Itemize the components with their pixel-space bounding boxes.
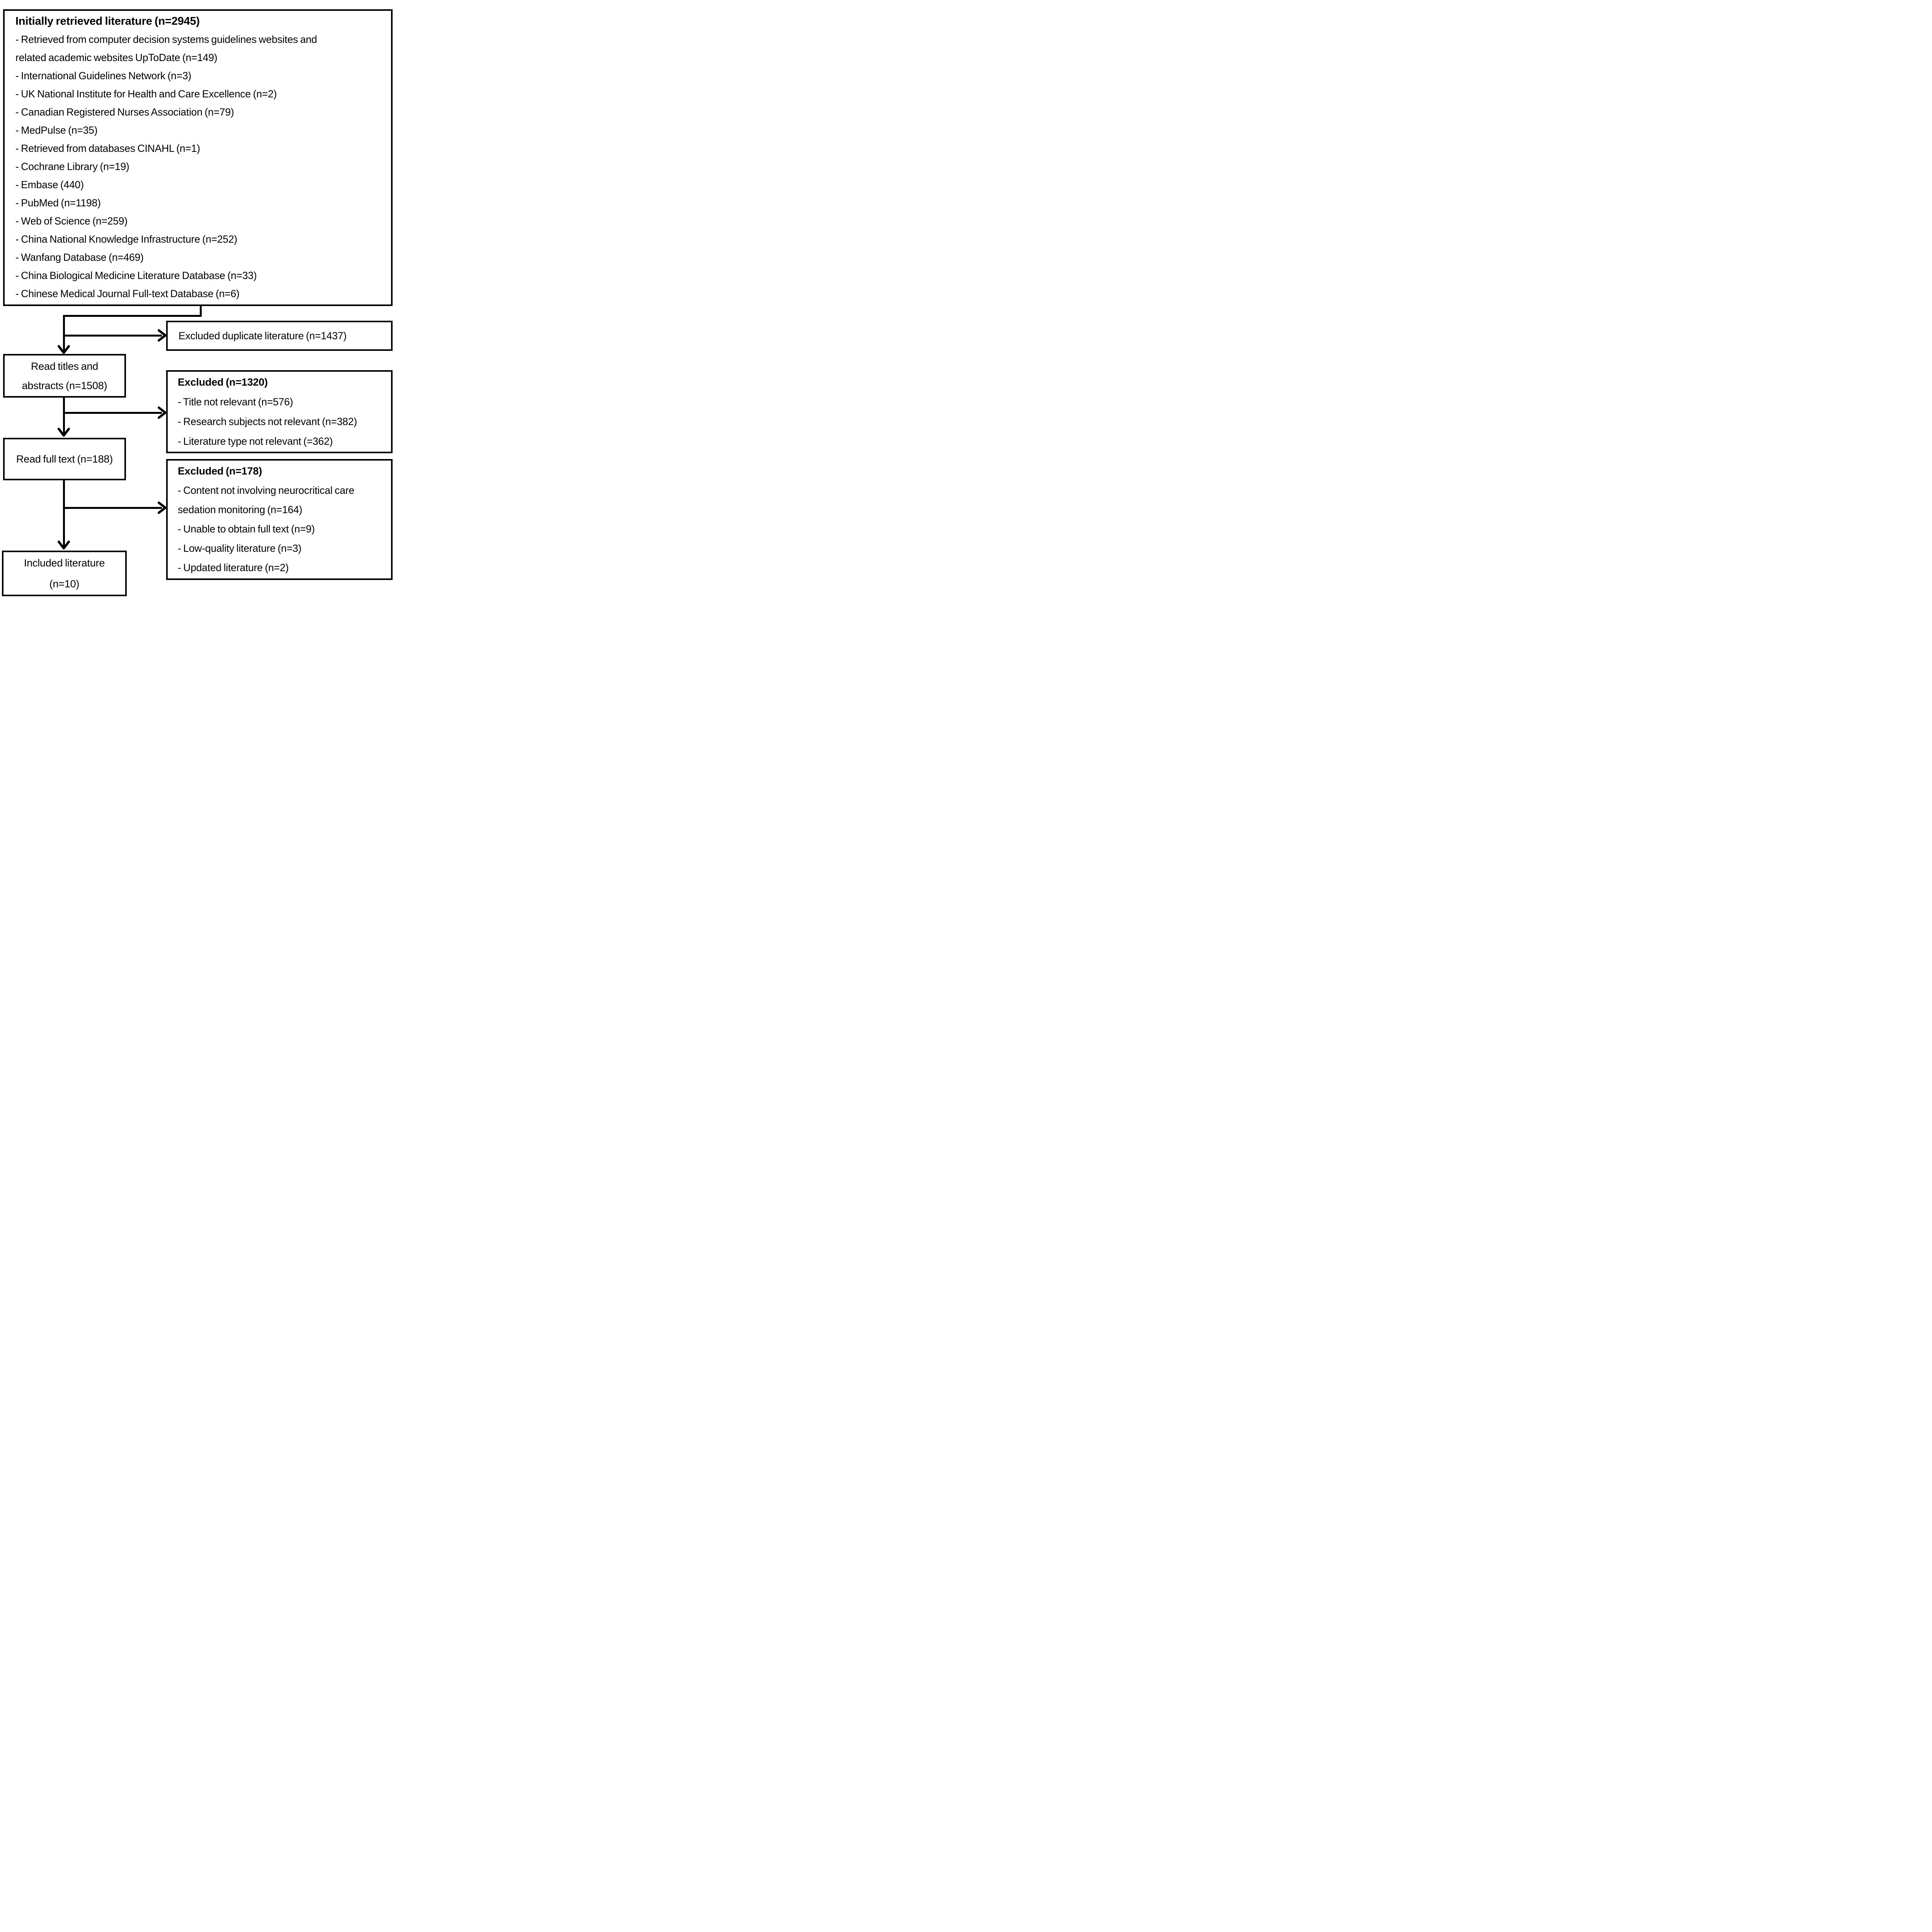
- excluded-duplicates-label: Excluded duplicate literature (n=1437): [179, 330, 347, 342]
- excluded-duplicates-box: Excluded duplicate literature (n=1437): [166, 321, 393, 351]
- source-line: - Retrieved from databases CINAHL (n=1): [15, 143, 200, 154]
- source-line: - China National Knowledge Infrastructur…: [15, 233, 238, 245]
- initially-retrieved-title: Initially retrieved literature (n=2945): [15, 15, 200, 27]
- connector-branch-excluded-178: [63, 507, 162, 509]
- source-line: - Retrieved from computer decision syste…: [15, 34, 317, 45]
- excluded-178-item: - Unable to obtain full text (n=9): [178, 523, 315, 535]
- source-line: - International Guidelines Network (n=3): [15, 70, 192, 82]
- source-line: - MedPulse (n=35): [15, 124, 98, 136]
- connector-stub-vertical: [200, 305, 202, 317]
- included-literature-box: Included literature (n=10): [2, 551, 127, 596]
- included-literature-line1: Included literature: [24, 557, 105, 569]
- connector-elbow-horizontal: [63, 315, 202, 317]
- connector-branch-duplicates: [63, 335, 162, 337]
- excluded-1320-box: Excluded (n=1320) - Title not relevant (…: [166, 370, 393, 453]
- source-line: - Web of Science (n=259): [15, 215, 128, 227]
- excluded-178-item: - Low-quality literature (n=3): [178, 543, 302, 554]
- excluded-1320-item: - Literature type not relevant (=362): [178, 435, 333, 447]
- connector-vertical-1: [63, 315, 65, 353]
- prisma-flow-diagram: Initially retrieved literature (n=2945) …: [0, 0, 396, 597]
- source-line: - PubMed (n=1198): [15, 197, 101, 209]
- excluded-178-item: sedation monitoring (n=164): [178, 504, 303, 515]
- source-line: - Embase (440): [15, 179, 84, 190]
- excluded-178-title: Excluded (n=178): [178, 465, 262, 477]
- arrow-right-icon: [158, 406, 167, 419]
- excluded-1320-title: Excluded (n=1320): [178, 376, 268, 388]
- read-full-text-box: Read full text (n=188): [3, 438, 126, 480]
- excluded-178-item: - Content not involving neurocritical ca…: [178, 485, 354, 496]
- source-line: - UK National Institute for Health and C…: [15, 88, 277, 100]
- arrow-right-icon: [158, 502, 167, 514]
- initially-retrieved-box: Initially retrieved literature (n=2945) …: [3, 9, 393, 306]
- source-line: - Chinese Medical Journal Full-text Data…: [15, 288, 240, 299]
- read-titles-line1: Read titles and: [31, 360, 99, 372]
- included-literature-line2: (n=10): [49, 578, 80, 590]
- read-titles-line2: abstracts (n=1508): [22, 379, 107, 391]
- arrow-down-icon: [58, 345, 70, 354]
- connector-vertical-2: [63, 398, 65, 436]
- excluded-178-box: Excluded (n=178) - Content not involving…: [166, 459, 393, 580]
- source-line: - China Biological Medicine Literature D…: [15, 270, 257, 281]
- read-titles-abstracts-box: Read titles and abstracts (n=1508): [3, 354, 126, 398]
- source-line: - Cochrane Library (n=19): [15, 161, 129, 172]
- arrow-right-icon: [158, 329, 167, 342]
- excluded-178-item: - Updated literature (n=2): [178, 562, 289, 573]
- arrow-down-icon: [58, 541, 70, 549]
- excluded-1320-item: - Title not relevant (n=576): [178, 396, 293, 408]
- source-line: - Canadian Registered Nurses Association…: [15, 106, 234, 118]
- source-line: related academic websites UpToDate (n=14…: [15, 52, 218, 63]
- connector-vertical-3: [63, 480, 65, 549]
- excluded-1320-item: - Research subjects not relevant (n=382): [178, 416, 357, 427]
- arrow-down-icon: [58, 428, 70, 437]
- source-line: - Wanfang Database (n=469): [15, 252, 144, 263]
- read-full-text-label: Read full text (n=188): [16, 453, 113, 465]
- connector-branch-excluded-1320: [63, 412, 162, 414]
